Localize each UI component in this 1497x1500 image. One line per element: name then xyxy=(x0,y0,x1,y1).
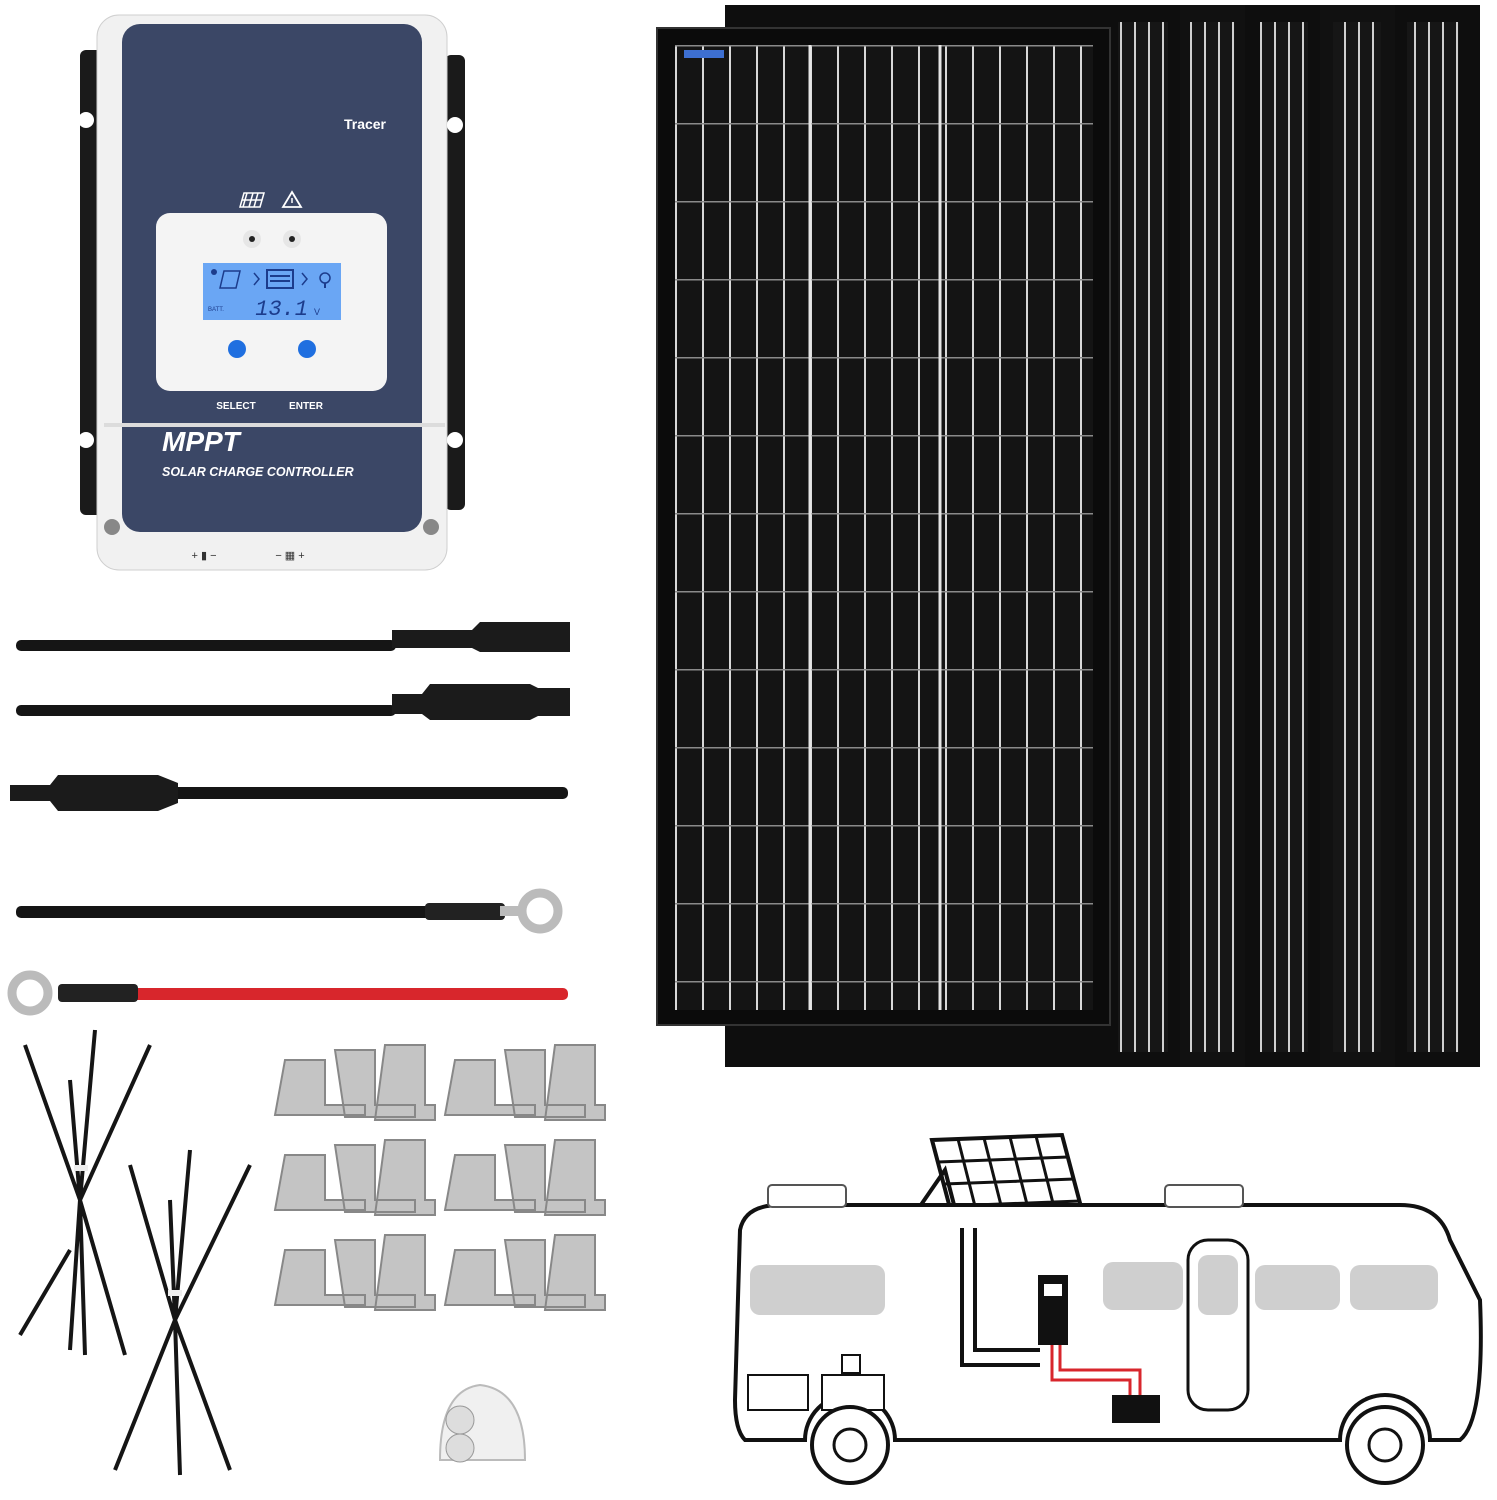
lcd-voltage: 13.1 xyxy=(255,297,308,322)
bracket-set-2 xyxy=(443,1044,606,1121)
controller-subtitle: SOLAR CHARGE CONTROLLER xyxy=(162,465,354,479)
select-button[interactable] xyxy=(228,340,246,358)
flow-arrow-icon xyxy=(253,272,308,286)
battery-cable-black xyxy=(16,888,563,934)
mc4-cable-reversed xyxy=(10,775,568,811)
solar-panel-front xyxy=(656,27,1111,1026)
lcd-unit: V xyxy=(314,307,320,317)
warning-icon xyxy=(281,190,303,208)
bracket-set-5 xyxy=(273,1234,436,1311)
battery-cable-red xyxy=(7,970,568,1016)
battery-terminals-label: + ▮ − xyxy=(191,550,216,562)
cables xyxy=(7,622,570,1016)
enter-button[interactable] xyxy=(298,340,316,358)
solar-panel-icon xyxy=(211,269,241,289)
lcd-screen: BATT. 13.1 V xyxy=(203,263,341,322)
mc4-cable-male xyxy=(16,684,570,720)
bracket-set-6 xyxy=(443,1234,606,1311)
bracket-set-4 xyxy=(443,1139,606,1216)
rv-installation-diagram xyxy=(732,1132,1483,1485)
rv-battery-icon xyxy=(1112,1395,1160,1423)
battery-icon xyxy=(266,269,294,289)
cable-entry-gland xyxy=(438,1383,527,1463)
bracket-set-3 xyxy=(273,1139,436,1216)
branch-connectors xyxy=(18,1029,252,1476)
bracket-set-1 xyxy=(273,1044,436,1121)
pv-terminals-label: − ▦ + xyxy=(275,550,304,562)
select-label: SELECT xyxy=(216,401,255,412)
mounting-brackets xyxy=(273,1044,606,1311)
lcd-label: BATT. xyxy=(208,307,224,313)
solar-panels xyxy=(656,5,1480,1067)
mppt-title: MPPT xyxy=(162,426,243,457)
mc4-cable-female xyxy=(16,622,570,652)
brand-label: Tracer xyxy=(344,116,387,132)
bulb-icon xyxy=(319,272,331,288)
solar-panel-icon xyxy=(239,192,265,208)
charge-controller: Tracer BATT. xyxy=(78,14,465,571)
enter-label: ENTER xyxy=(289,401,324,412)
